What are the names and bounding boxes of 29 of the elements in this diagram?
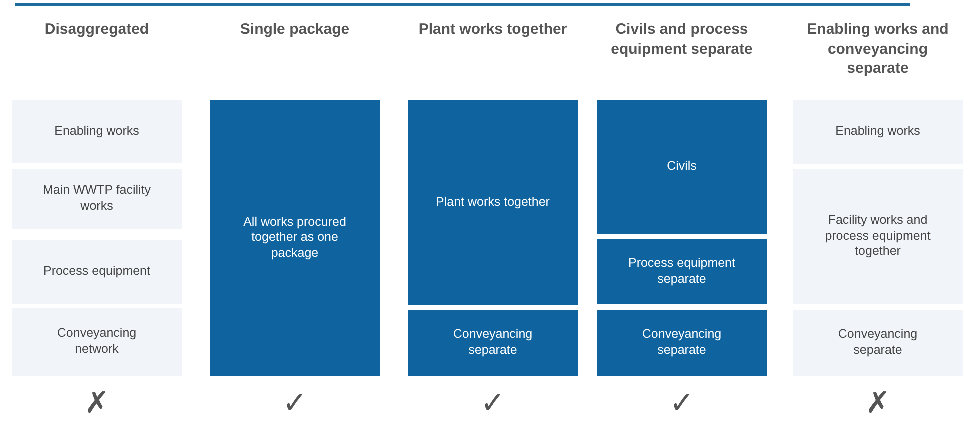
package-block	[210, 100, 380, 376]
rating-mark: ✓	[282, 386, 308, 422]
block-text: Conveyancing separate	[641, 327, 723, 359]
block-text: Civils	[666, 159, 698, 175]
rating-mark: ✓	[480, 386, 506, 422]
column-heading: Single package	[239, 20, 351, 40]
block-text: Main WWTP facility works	[42, 183, 152, 215]
block-text: Process equipment	[42, 264, 152, 280]
block-text: Facility works and process equipment together	[824, 213, 932, 260]
package-block	[597, 239, 767, 304]
block-text: Conveyancing separate	[452, 327, 534, 359]
rating-mark: ✗	[864, 386, 892, 422]
rating-mark: ✓	[668, 386, 696, 422]
column-heading: Enabling works and conveyancing separate	[806, 20, 950, 78]
block-text: All works procured together as one package	[242, 214, 348, 262]
package-block	[408, 310, 578, 376]
rating-mark: ✗	[84, 386, 110, 422]
column-heading: Plant works together	[418, 20, 568, 40]
block-text: Process equipment separate	[627, 256, 736, 288]
package-block	[408, 100, 578, 305]
block-text: Conveyancing separate	[837, 327, 919, 359]
block-text: Plant works together	[435, 194, 551, 210]
block-text: Enabling works	[834, 124, 922, 140]
block-text: Conveyancing network	[56, 326, 138, 358]
package-block	[597, 100, 767, 234]
block-text: Enabling works	[54, 124, 140, 140]
column-heading: Disaggregated	[44, 20, 150, 40]
package-block	[597, 310, 767, 376]
column-heading: Civils and process equipment separate	[610, 20, 754, 59]
